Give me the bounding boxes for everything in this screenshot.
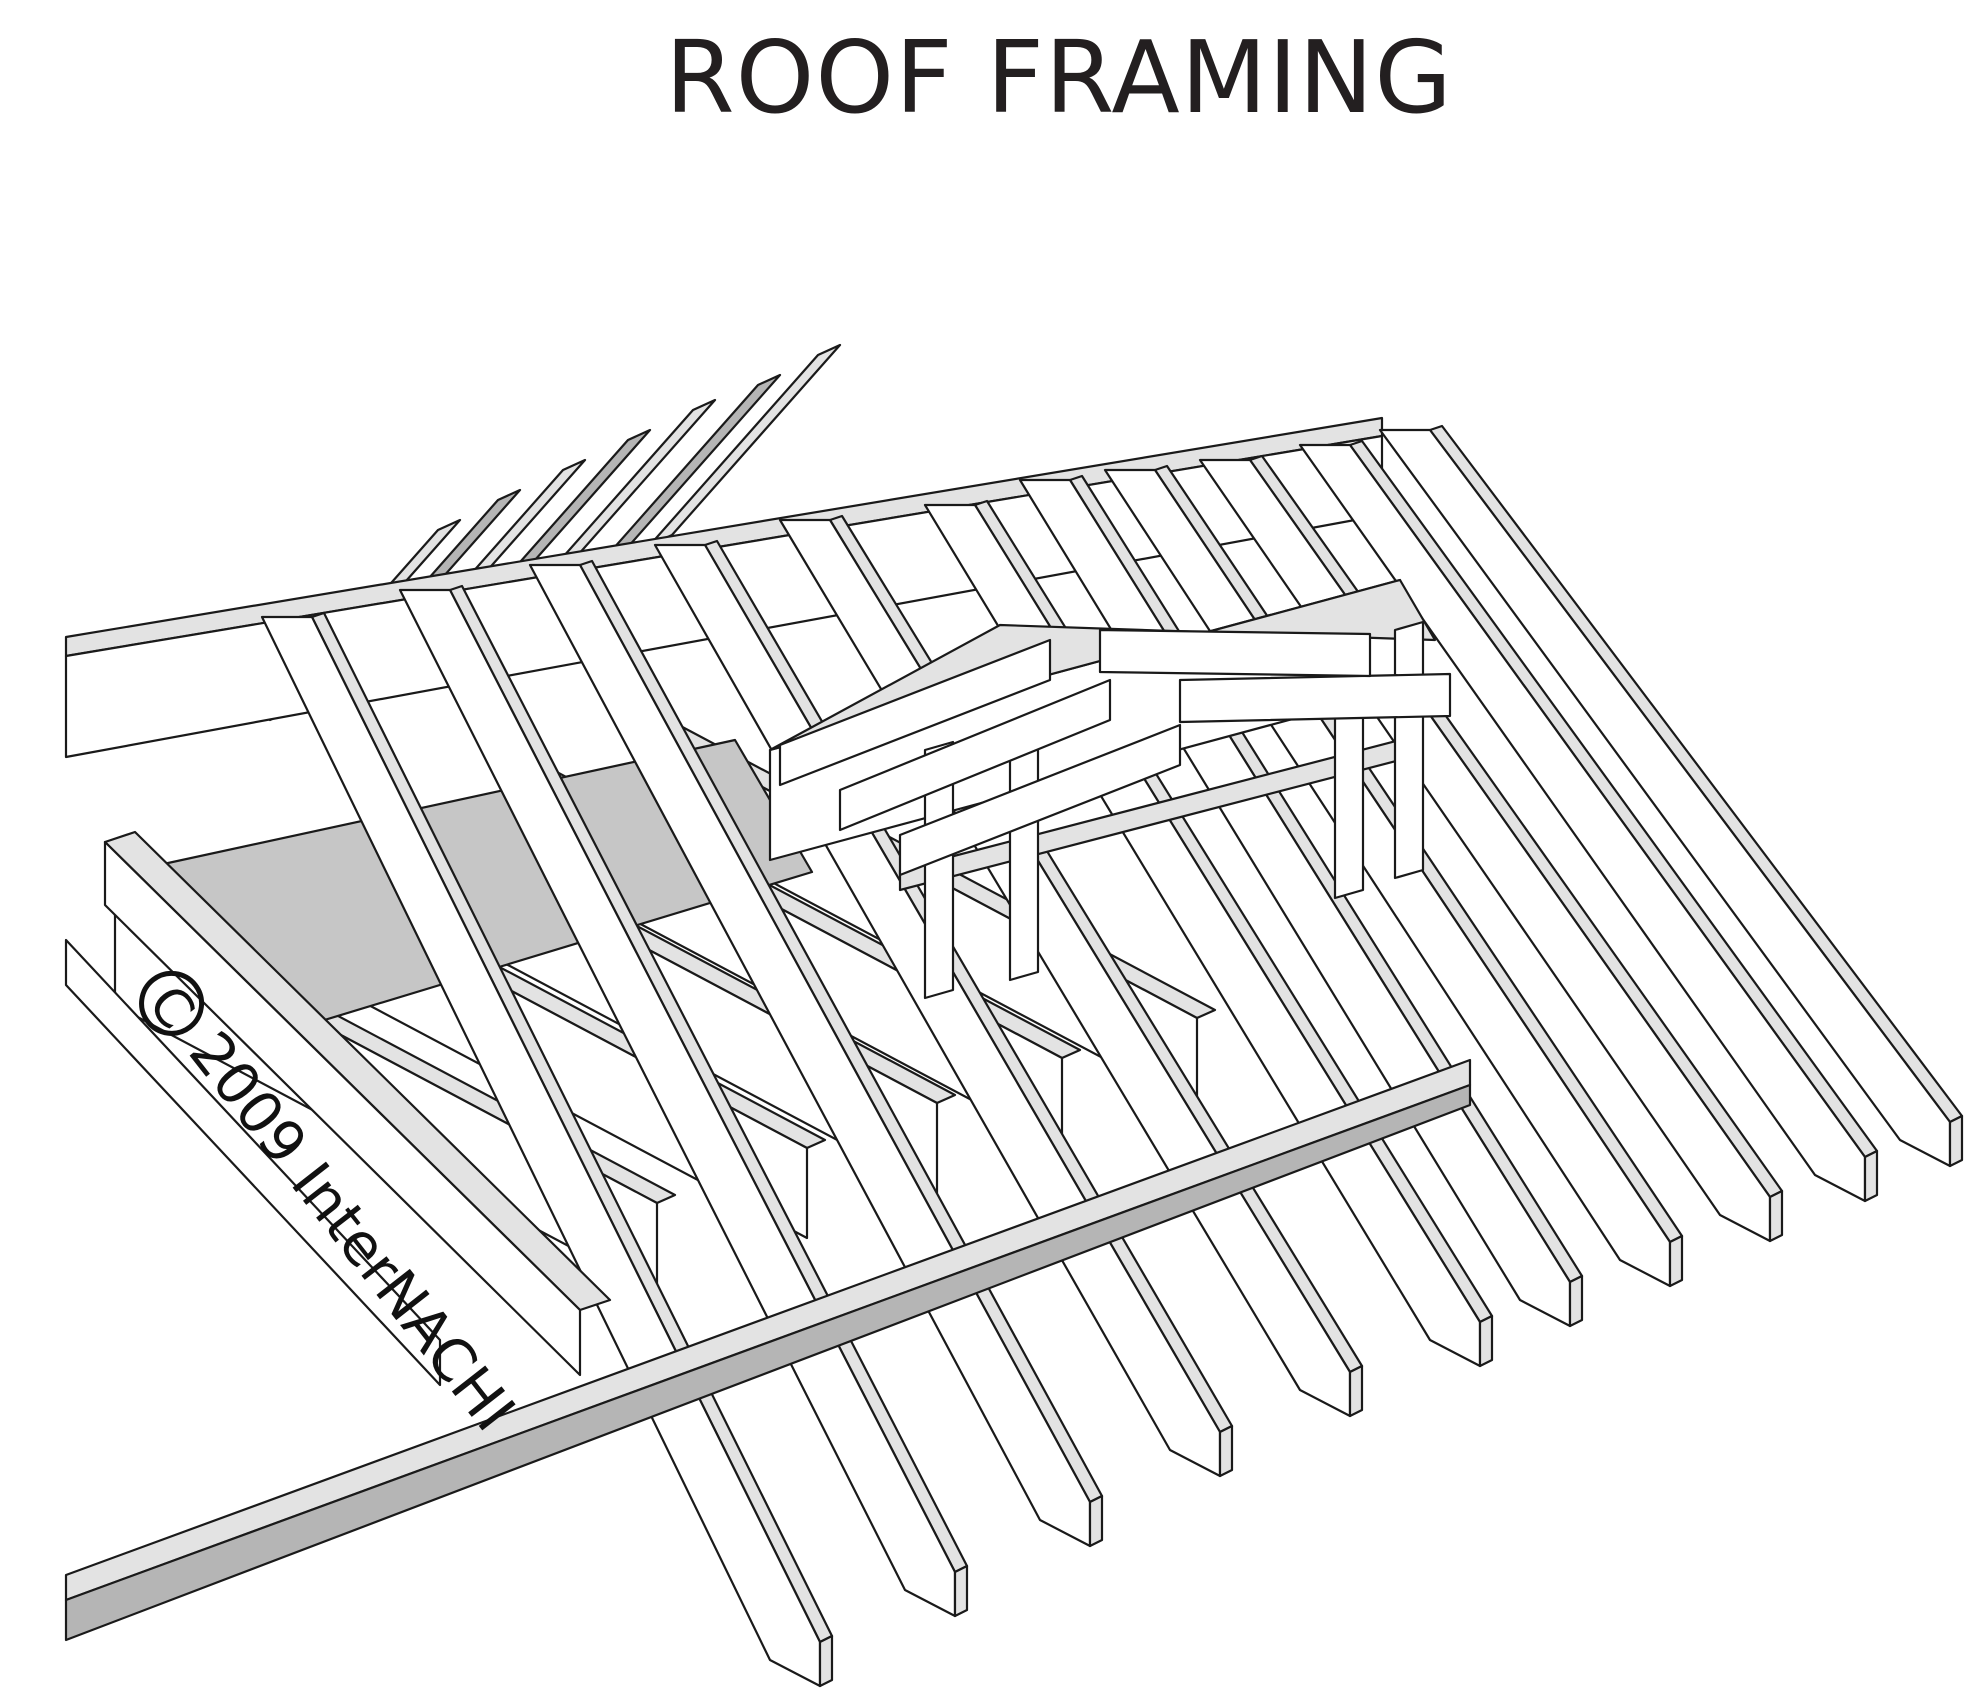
dormer-ridge-board xyxy=(1178,672,1452,724)
dormer-post xyxy=(1008,722,1040,982)
rafter-end xyxy=(1768,1189,1784,1243)
rafter-end xyxy=(1348,1364,1364,1418)
diagram-title: ROOF FRAMING xyxy=(665,19,1453,136)
wall-plate xyxy=(64,1058,1472,1642)
rafter-end xyxy=(1948,1114,1964,1168)
rake-board-face xyxy=(103,840,582,1377)
dormer-rafter xyxy=(898,723,1182,877)
dormer-framing xyxy=(768,578,1452,1000)
rafter-end xyxy=(818,1634,834,1688)
common-rafter xyxy=(1298,439,1879,1203)
dormer-post xyxy=(923,740,955,1000)
common-rafter xyxy=(1378,424,1964,1168)
rafter-end xyxy=(953,1564,969,1618)
rafter-end xyxy=(1478,1314,1494,1368)
rafter-end xyxy=(1863,1149,1879,1203)
dormer-ridge-board xyxy=(1098,628,1372,678)
rafter-end xyxy=(1088,1494,1104,1548)
fascia-board xyxy=(64,938,442,1387)
rafter-end xyxy=(1568,1274,1584,1328)
dormer-rafter xyxy=(778,638,1052,787)
top-plate-face xyxy=(64,1083,1472,1642)
dormer-rafter xyxy=(838,678,1112,832)
dormer-post xyxy=(1393,620,1425,880)
rafter-end xyxy=(1668,1234,1684,1288)
rafter-end xyxy=(1218,1424,1234,1478)
copyright-symbol-icon xyxy=(139,970,205,1036)
